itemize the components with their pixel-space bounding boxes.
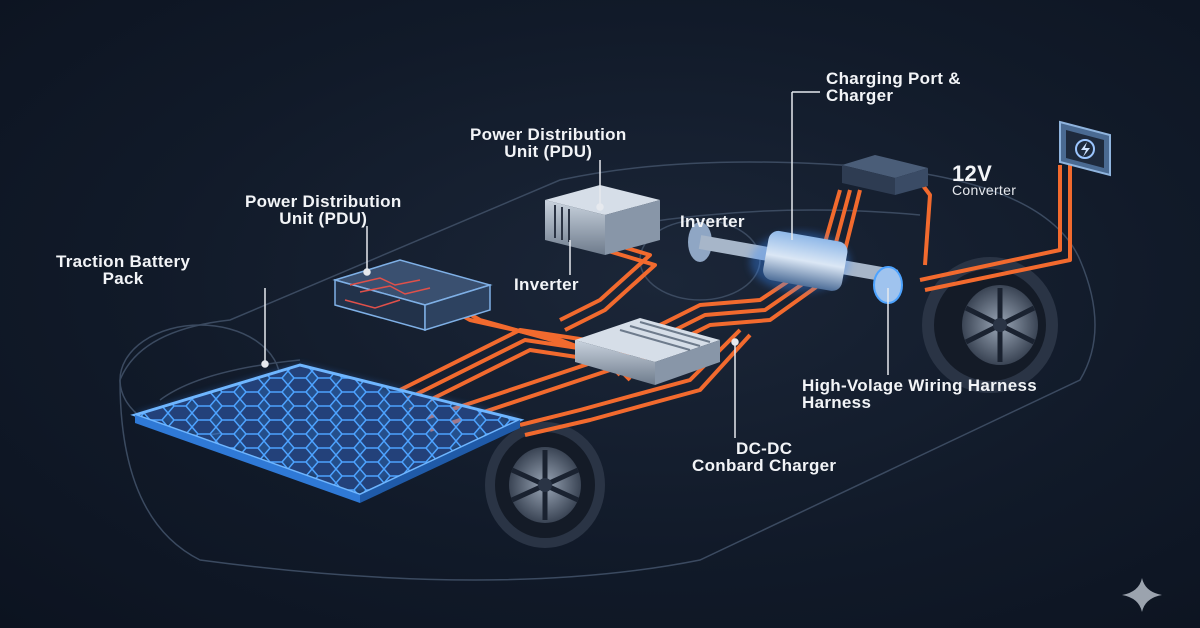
sparkle-icon [1122,578,1162,612]
label-dcdc: DC-DC Conbard Charger [692,439,837,475]
pdu-left-box [332,259,493,332]
lightning-bolt-icon [1081,142,1090,157]
label-battery: Traction Battery Pack [56,252,191,288]
12v-converter-box [842,155,928,195]
pdu-top-box [545,185,660,255]
label-pdu-left: Power Distribution Unit (PDU) [245,192,402,228]
charging-port [1059,120,1111,177]
label-12v-converter: 12V Converter [952,161,1017,199]
dcdc-converter-box [575,318,720,385]
label-inverter-mid: Inverter [514,275,579,294]
leader-lines [261,91,889,438]
label-harness: High-Volage Wiring Harness Harness [802,376,1037,412]
wheel-rear [922,257,1058,393]
label-inverter-right: Inverter [680,212,745,231]
label-charging-port: Charging Port & Charger [826,69,961,105]
wheel-front [485,422,605,548]
label-pdu-top: Power Distribution Unit (PDU) [470,125,627,161]
electric-motor [688,222,903,304]
traction-battery-pack [130,363,525,503]
